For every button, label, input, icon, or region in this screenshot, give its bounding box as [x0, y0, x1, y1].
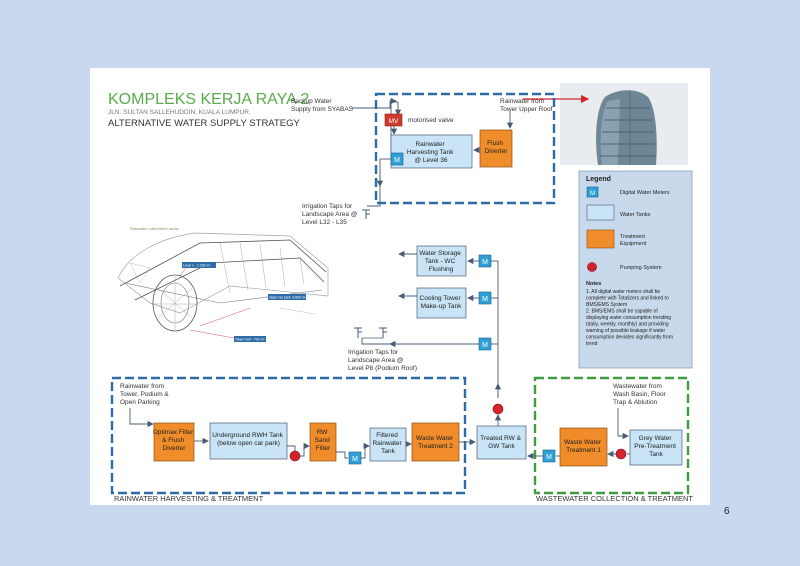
irrigation-pipe-p8 [361, 338, 479, 345]
grey-water-pretreatment-tank [629, 429, 683, 466]
wastewater-zone [533, 376, 690, 495]
underground-tank-label: Underground RWH Tank (below open car par… [212, 432, 284, 447]
rwh-tank-label: Rainwater Harvesting Tank @ Level 36 [407, 141, 455, 164]
valve-label: motorised valve [408, 117, 454, 124]
rainwater-inlet-pipe [129, 408, 154, 428]
cooling-tower-tank [416, 287, 467, 319]
legend-pump-swatch [587, 262, 597, 272]
rainwater-source-label: Rainwater from Tower, Podium & Open Park… [120, 383, 171, 406]
wastewater-source-label: Wastewater from Wash Basin, Floor Trap &… [613, 383, 668, 406]
rw-sand-filter [309, 422, 337, 462]
water-storage-tank-label: Water Storage Tank - WC Flushing [419, 250, 462, 273]
waste-water-treatment-1 [559, 427, 608, 467]
site-label-carpark: Open car park: 9,800 m² [269, 296, 307, 300]
legend-pump-label: Pumping System [620, 265, 662, 271]
meter-filtered-code: M [352, 456, 358, 463]
water-storage-tank-wc [416, 245, 467, 277]
strategy-title: ALTERNATIVE WATER SUPPLY STRATEGY [108, 118, 300, 129]
pump-riser [492, 403, 504, 415]
meter-irrigation-code: M [482, 342, 488, 349]
legend-panel: Legend M Digital Water Meters Water Tank… [578, 170, 693, 369]
irrigation-taps-top-label: Irrigation Taps for Landscape Area @ Lev… [302, 203, 359, 226]
wwt1-label: Waste Water Treatment 1 [564, 439, 603, 454]
cooling-tower-label: Cooling Tower Make-up Tank [420, 295, 463, 310]
underground-rwh-tank [209, 422, 288, 460]
grey-water-label: Grey Water Pre-Treatment Tank [634, 435, 677, 458]
meter-wc-code: M [482, 259, 488, 266]
treated-rw-gw-tank [476, 425, 527, 460]
optimax-filter [153, 422, 195, 462]
page-number: 6 [724, 506, 730, 517]
pump-rwh [289, 450, 301, 462]
site-plan-caption: Rainwater catchment areas [130, 226, 179, 231]
rwh-tank-level-36 [390, 134, 473, 169]
waste-water-treatment-2 [411, 422, 460, 462]
wastewater-section-label: WASTEWATER COLLECTION & TREATMENT [536, 494, 693, 503]
sand-filter-label: RW Sand Filter [315, 429, 332, 452]
irrigation-taps-p8-icons [354, 327, 387, 339]
irrigation-pipe-top [367, 159, 381, 207]
project-title: KOMPLEKS KERJA RAYA 2 [108, 91, 309, 108]
site-plan: Rainwater catchment areas Level 1 - 2,15… [117, 226, 329, 342]
meter-rwh-code: M [394, 157, 400, 164]
filtered-rainwater-tank [369, 427, 407, 462]
legend-meter-code: M [590, 191, 595, 197]
rainwater-section-label: RAINWATER HARVESTING & TREATMENT [114, 494, 264, 503]
legend-notes: 1. All digital water meters shall be com… [586, 289, 674, 347]
filtered-tank-label: Filtered Rainwater Tank [372, 432, 403, 455]
backup-pipe [352, 97, 397, 109]
meter-cooling-code: M [482, 296, 488, 303]
treated-tank-label: Treated RW & GW Tank [480, 435, 523, 450]
legend-title: Legend [586, 176, 611, 183]
slide: KOMPLEKS KERJA RAYA 2 JLN. SULTAN SALLEH… [90, 68, 710, 505]
motorised-valve [384, 113, 403, 127]
optimax-label: Optimax Filter & Flush Diverter [153, 429, 195, 452]
site-label-tower-roof: Tower roof - 792 m² [235, 338, 265, 342]
legend-meter-label: Digital Water Meters [620, 190, 670, 196]
meter-wastewater-code: M [546, 454, 552, 461]
legend-notes-title: Notes [586, 281, 601, 287]
project-address: JLN. SULTAN SALLEHUDDIN, KUALA LUMPUR. [108, 109, 251, 116]
tower-photo [560, 83, 688, 165]
diagram-canvas: KOMPLEKS KERJA RAYA 2 JLN. SULTAN SALLEH… [108, 83, 693, 503]
flush-diverter-label: Flush Diverter [485, 140, 509, 155]
legend-treatment-swatch [586, 229, 615, 249]
irrigation-tap-icon [362, 209, 370, 219]
valve-code: MV [389, 118, 399, 125]
legend-treatment-label: Treatment Equipment [620, 234, 647, 247]
wastewater-inlet-pipe [617, 408, 629, 440]
roof-rainwater-label: Rainwater from Tower Upper Roof [500, 98, 553, 113]
wwt2-label: Waste Water Treatment 2 [416, 435, 455, 450]
site-label-level1: Level 1 - 2,159 m² [183, 264, 211, 268]
legend-tank-swatch [586, 204, 615, 221]
rainwater-harvesting-zone [110, 376, 467, 495]
flush-diverter [479, 129, 513, 168]
irrigation-taps-p8-label: Irrigation Taps for Landscape Area @ Lev… [348, 349, 417, 372]
legend-tank-label: Water Tanks [620, 212, 651, 218]
pump-greywater [615, 448, 627, 460]
backup-supply-label: Backup Water Supply from SYABAS [291, 98, 354, 113]
legend-meter-swatch [586, 186, 599, 198]
